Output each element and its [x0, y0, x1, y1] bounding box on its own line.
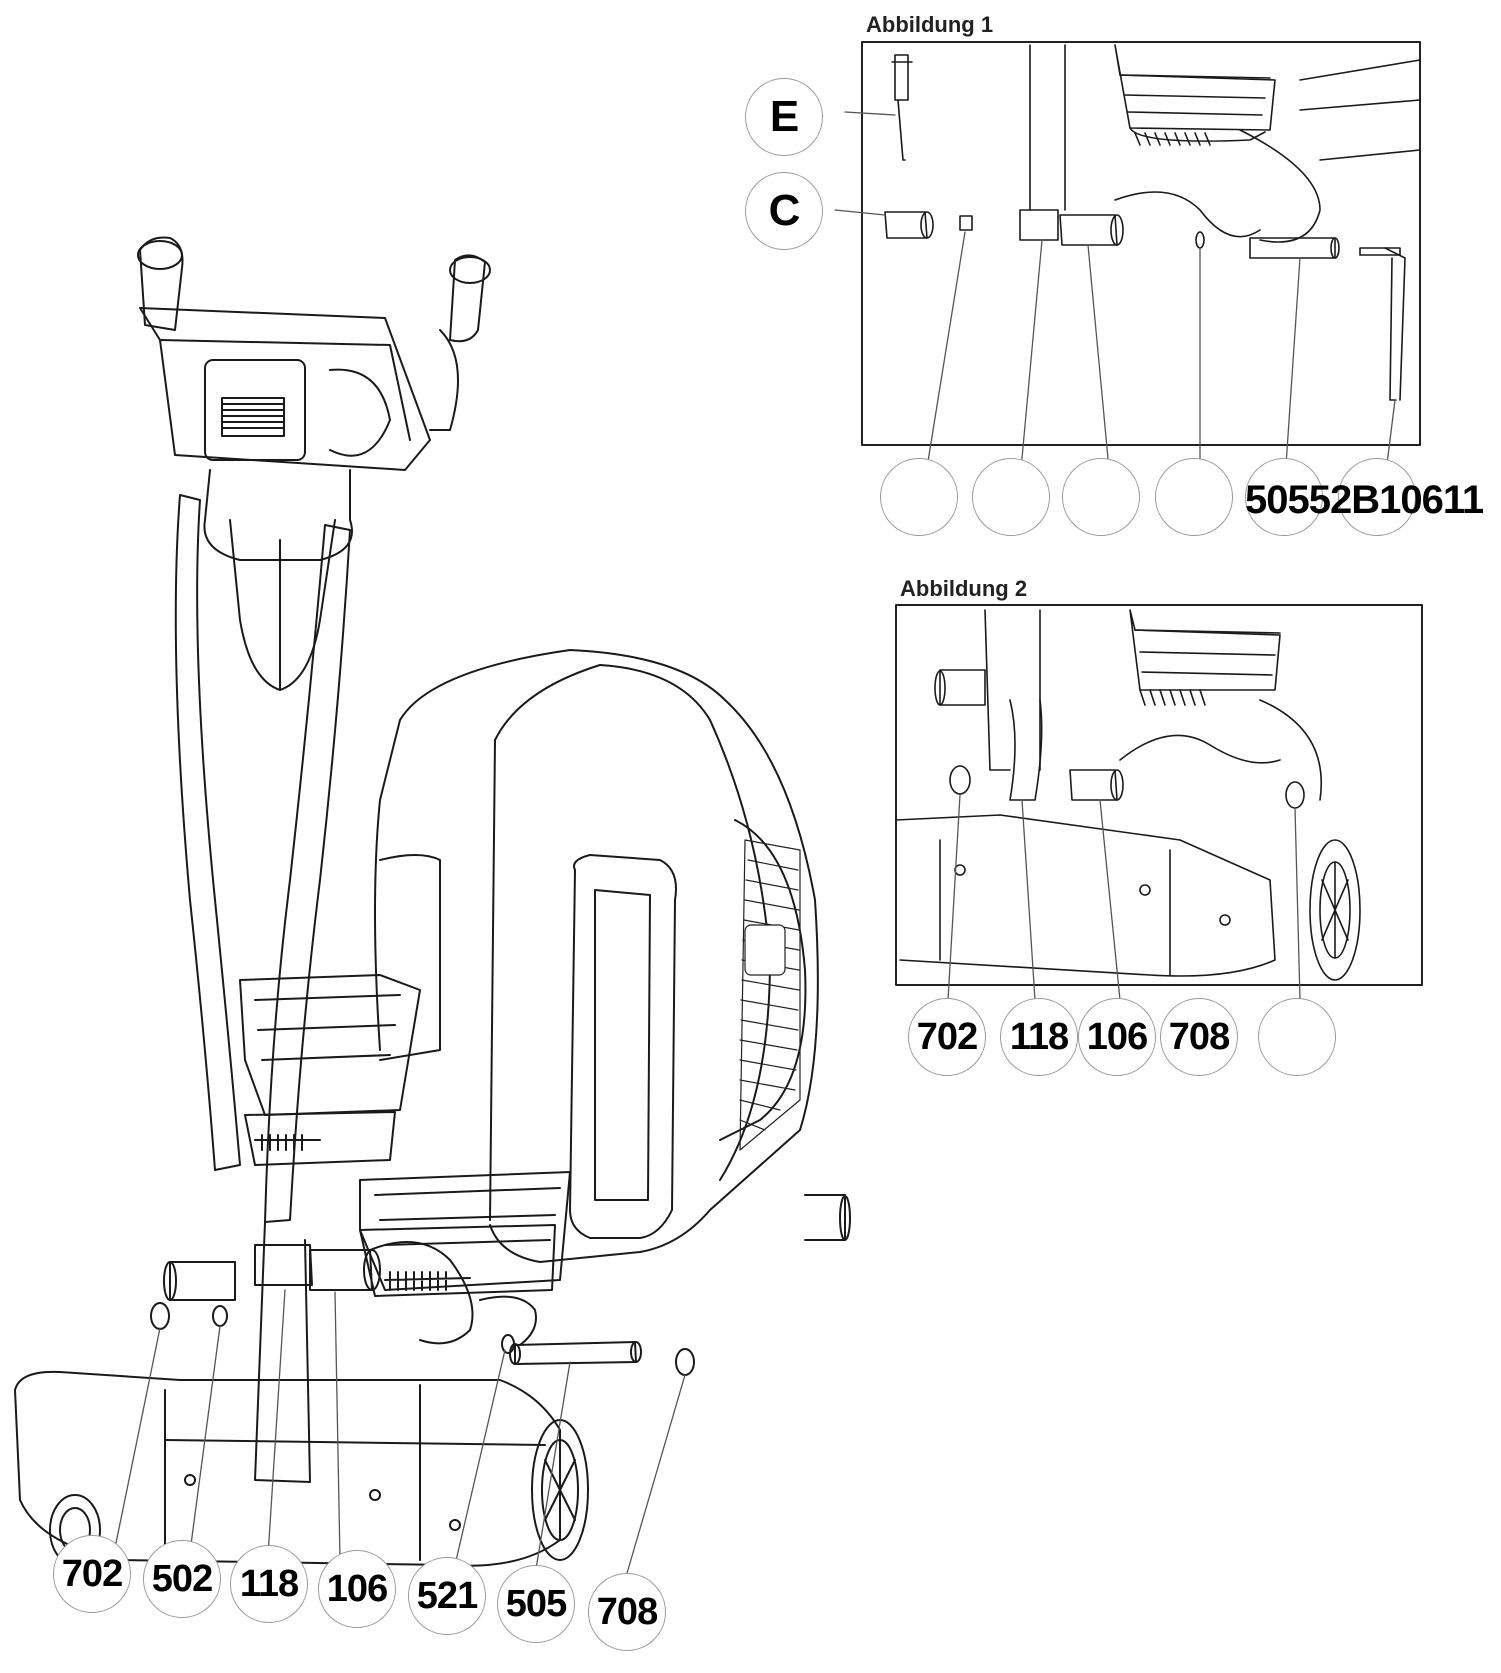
fig1-part-callout: [1062, 458, 1140, 536]
main-part-callout-502: 502: [143, 1540, 221, 1618]
fig2-part-callout: [1258, 998, 1336, 1076]
main-part-callout-106: 106: [318, 1550, 396, 1628]
figure1-caption: Abbildung 1: [866, 12, 994, 37]
fig2-part-callout-708: 708: [1160, 998, 1238, 1076]
figure2-drawing: [895, 609, 1361, 981]
housing-mesh-panel: [739, 839, 801, 1151]
fig1-part-callout: [880, 458, 958, 536]
flywheel-housing: [374, 649, 819, 1263]
main-part-callout-708: 708: [588, 1573, 666, 1651]
figure2-caption: Abbildung 2: [900, 576, 1028, 601]
figure2-frame: [895, 604, 1423, 986]
front-column: [254, 1221, 313, 1483]
front-base: [14, 1370, 589, 1567]
tool-callout-e: E: [745, 78, 823, 156]
console-mast: [229, 519, 336, 691]
fig1-part-callout: [972, 458, 1050, 536]
main-part-callout-521: 521: [408, 1557, 486, 1635]
main-part-callout-118: 118: [230, 1545, 308, 1623]
main-part-callout-702: 702: [53, 1535, 131, 1613]
figure1-drawing: [884, 44, 1421, 401]
figure1-frame: [861, 41, 1421, 446]
loose-hardware: [150, 1302, 695, 1376]
handlebar-grips: [137, 236, 491, 431]
fig2-part-callout-702: 702: [908, 998, 986, 1076]
fig2-part-callout-106: 106: [1078, 998, 1156, 1076]
rear-pedal: [239, 974, 421, 1166]
leader-lines-fig2: [947, 794, 1301, 1001]
front-pedal: [359, 1171, 571, 1297]
pivot-assembly: [309, 1241, 537, 1346]
rear-stabilizer: [163, 1194, 851, 1301]
fig1-part-numbers-overprint: 50552B10611: [1245, 478, 1484, 522]
fig2-part-callout-118: 118: [1000, 998, 1078, 1076]
main-part-callout-505: 505: [497, 1565, 575, 1643]
console: [139, 307, 431, 561]
fig1-part-callout: [1338, 458, 1416, 536]
leader-lines-main: [114, 1289, 686, 1581]
tool-callout-c: C: [745, 172, 823, 250]
fig1-part-callout: [1155, 458, 1233, 536]
fig1-part-callout: [1245, 458, 1323, 536]
leader-lines-fig1: [834, 111, 1396, 481]
